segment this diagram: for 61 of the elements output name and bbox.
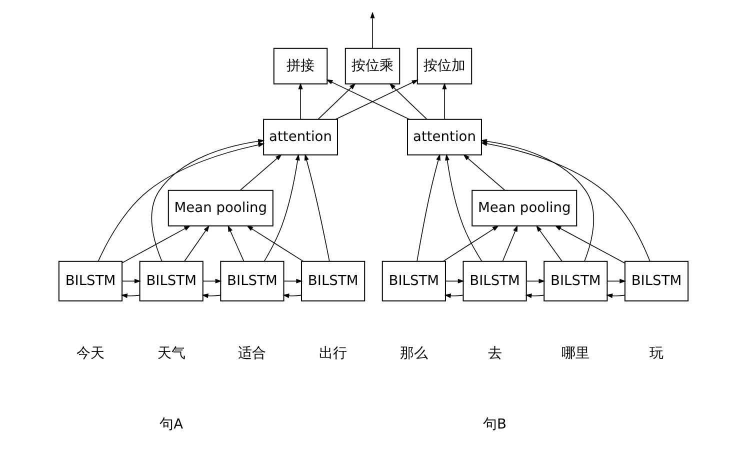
arrow — [246, 225, 304, 262]
node-box: BILSTM — [382, 260, 446, 302]
node-box: Mean pooling — [472, 190, 578, 226]
arrow — [120, 294, 140, 298]
label: 出行 — [319, 346, 348, 362]
arrow — [240, 154, 282, 190]
arrow — [202, 278, 222, 284]
label: 去 — [488, 346, 502, 362]
arrow — [445, 154, 482, 262]
arrow — [98, 142, 265, 262]
node-box: attention — [263, 118, 338, 156]
label: 玩 — [650, 346, 664, 362]
arrow — [122, 278, 141, 284]
arrow — [370, 12, 375, 49]
arrow — [525, 294, 544, 298]
node-box: BILSTM — [301, 260, 366, 302]
node-box: 拼接 — [273, 48, 328, 84]
arrow — [151, 138, 265, 262]
node-box: BILSTM — [139, 260, 204, 302]
arrow — [526, 278, 546, 284]
node-box: BILSTM — [624, 260, 689, 302]
arrow — [282, 294, 302, 298]
arrow — [283, 278, 303, 284]
arrow — [606, 278, 626, 284]
arrow — [228, 225, 244, 262]
arrow — [335, 80, 418, 120]
arrow — [554, 225, 626, 264]
arrow — [202, 294, 222, 298]
label: 句A — [160, 416, 184, 433]
arrow — [264, 154, 300, 262]
node-box: 按位加 — [416, 48, 472, 84]
node-box: BILSTM — [58, 260, 123, 302]
arrow — [326, 79, 410, 120]
arrow — [442, 225, 499, 262]
label: 今天 — [76, 346, 104, 362]
arrow — [298, 82, 303, 120]
arrow — [318, 83, 356, 120]
arrow — [606, 294, 626, 298]
node-box: BILSTM — [220, 260, 284, 302]
label: 句B — [483, 416, 507, 433]
node-box: BILSTM — [462, 260, 527, 302]
arrow — [184, 225, 210, 262]
arrow — [463, 154, 506, 190]
arrow — [502, 225, 518, 262]
label: 哪里 — [562, 346, 590, 362]
label: 天气 — [157, 346, 186, 362]
arrow — [536, 225, 562, 262]
label: 那么 — [400, 346, 428, 362]
arrow — [122, 225, 191, 264]
arrow — [416, 154, 440, 262]
node-box: attention — [407, 118, 482, 156]
arrow — [445, 278, 464, 284]
arrow — [389, 83, 428, 120]
arrow — [480, 141, 650, 262]
node-box: 按位乘 — [344, 48, 400, 84]
label: 适合 — [238, 346, 266, 362]
arrow — [304, 154, 330, 262]
arrow — [442, 82, 447, 120]
node-box: BILSTM — [544, 260, 608, 302]
node-box: Mean pooling — [168, 190, 274, 226]
arrow — [444, 294, 464, 298]
